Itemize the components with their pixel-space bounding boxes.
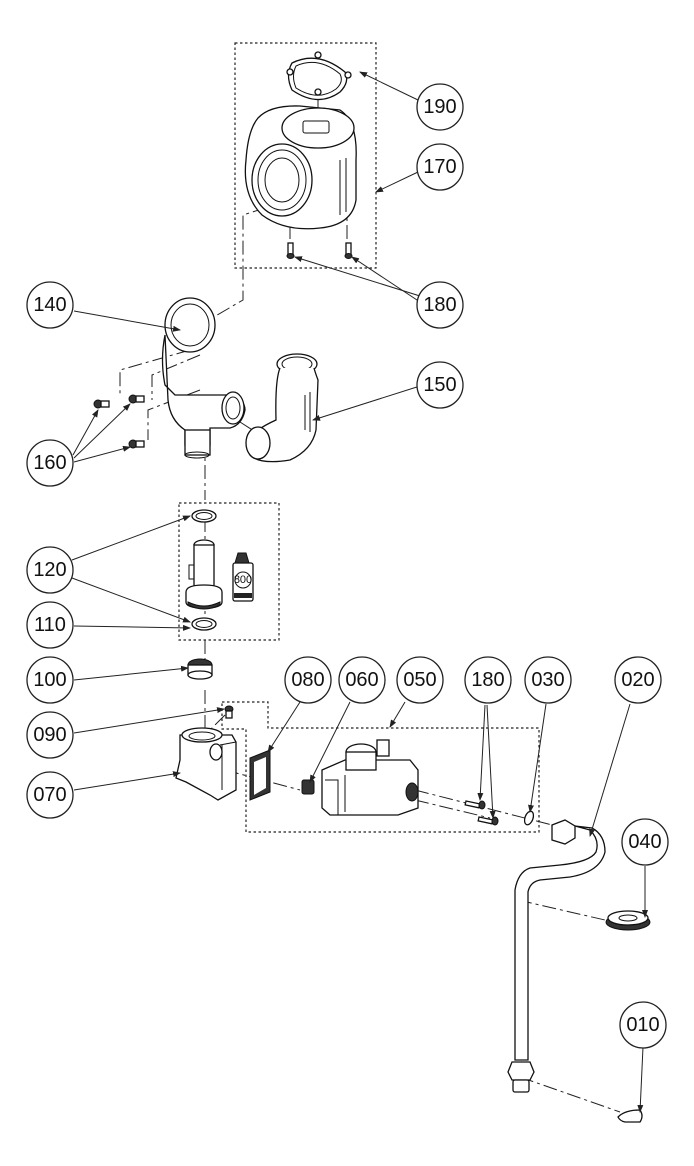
part-o-rings: [191, 509, 217, 631]
callout-170: 170: [416, 143, 464, 191]
svg-text:110: 110: [34, 614, 66, 636]
callout-120: 120: [26, 546, 74, 594]
callout-110: 110: [26, 601, 74, 649]
callout-100: 100: [26, 656, 74, 704]
part-elbow-screws: [93, 394, 145, 449]
callout-140: 140: [26, 281, 74, 329]
svg-text:180: 180: [471, 669, 504, 691]
callout-050: 050: [396, 656, 444, 704]
callout-030: 030: [524, 656, 572, 704]
svg-text:010: 010: [626, 1014, 659, 1036]
part-venturi-elbow: [161, 297, 246, 459]
callout-180-fan: 180: [416, 281, 464, 329]
svg-text:080: 080: [291, 669, 324, 691]
svg-text:170: 170: [423, 156, 456, 178]
callout-080: 080: [284, 656, 332, 704]
valve-group-box: [221, 701, 540, 833]
part-grommet: [605, 910, 651, 931]
fan-group-box: [234, 42, 377, 269]
callout-160: 160: [26, 439, 74, 487]
part-fan-assembly: [244, 105, 357, 230]
svg-text:190: 190: [423, 96, 456, 118]
svg-text:150: 150: [423, 374, 456, 396]
lubricant-label: 800: [234, 574, 252, 586]
callout-010: 010: [619, 1001, 667, 1049]
svg-text:020: 020: [621, 669, 654, 691]
part-washer: [523, 810, 535, 826]
part-air-intake-elbow: [245, 353, 319, 463]
part-connector: [301, 779, 315, 795]
leader-lines: [71, 71, 648, 1113]
orifice-group-box: [178, 502, 280, 641]
callout-180-valve: 180: [464, 656, 512, 704]
part-retaining-clip: [617, 1109, 643, 1123]
callout-150: 150: [416, 361, 464, 409]
callout-020: 020: [614, 656, 662, 704]
svg-text:120: 120: [33, 559, 66, 581]
part-test-port-screw: [224, 705, 234, 719]
svg-text:180: 180: [423, 294, 456, 316]
svg-text:050: 050: [403, 669, 436, 691]
svg-text:060: 060: [345, 669, 378, 691]
part-lubricant-bottle: 800: [232, 552, 254, 602]
part-gas-valve-adapter: [175, 727, 237, 801]
part-orifice: [187, 658, 213, 680]
part-orifice-housing: [185, 539, 223, 610]
part-gas-pipe: [507, 819, 606, 1093]
svg-text:160: 160: [33, 452, 66, 474]
callout-060: 060: [338, 656, 386, 704]
callout-070: 070: [26, 771, 74, 819]
part-gas-valve: [321, 739, 419, 816]
callout-090: 090: [26, 711, 74, 759]
part-fan-gasket: [286, 51, 352, 101]
svg-text:090: 090: [33, 724, 66, 746]
svg-text:030: 030: [531, 669, 564, 691]
callout-190: 190: [416, 83, 464, 131]
part-gasket: [249, 749, 271, 801]
svg-text:040: 040: [628, 831, 661, 853]
svg-text:140: 140: [33, 294, 66, 316]
part-fan-screws: [286, 242, 353, 259]
part-valve-screws: [464, 800, 499, 826]
svg-text:100: 100: [33, 669, 66, 691]
callout-040: 040: [621, 818, 669, 866]
svg-text:070: 070: [33, 784, 66, 806]
